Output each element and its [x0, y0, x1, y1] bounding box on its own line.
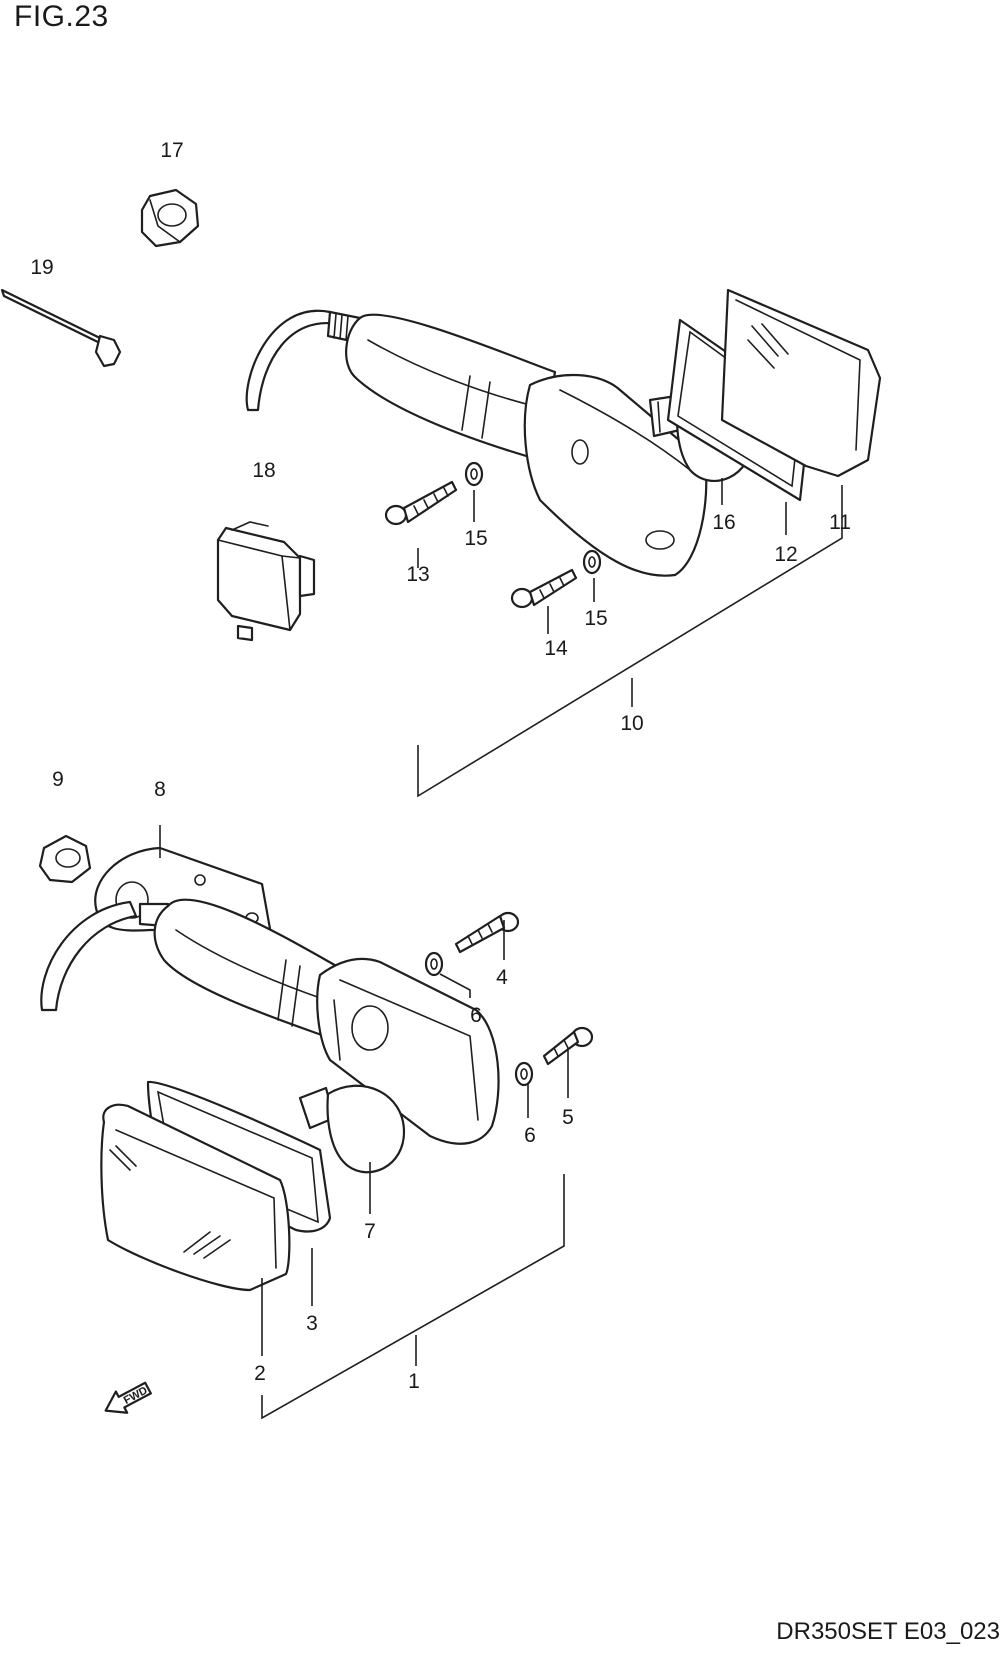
part-15-washer-a	[464, 461, 484, 487]
callout-9: 9	[52, 768, 64, 791]
callout-13: 13	[406, 563, 429, 586]
part-6-washer-a	[424, 951, 444, 977]
part-17-nut	[140, 188, 200, 248]
part-9-nut	[38, 834, 92, 884]
callout-18: 18	[252, 459, 275, 482]
callout-5: 5	[562, 1106, 574, 1129]
callout-4: 4	[496, 966, 508, 989]
figure-title: FIG.23	[14, 0, 109, 33]
callout-3: 3	[306, 1312, 318, 1335]
part-4-screw	[454, 911, 520, 954]
callout-19: 19	[30, 256, 53, 279]
part-6-washer-b	[514, 1061, 534, 1087]
callout-16: 16	[712, 511, 735, 534]
part-14-screw	[510, 568, 578, 609]
part-5-screw	[542, 1026, 594, 1066]
callout-1: 1	[408, 1370, 420, 1393]
fwd-arrow-icon: FWD	[104, 1381, 152, 1414]
callout-10: 10	[620, 712, 643, 735]
callout-2: 2	[254, 1362, 266, 1385]
part-7-bulb	[298, 1084, 406, 1174]
callout-12: 12	[774, 543, 797, 566]
callout-7: 7	[364, 1220, 376, 1243]
callout-labels: 1 2 3 4 5 6 6 7 8 9 10 11 12 13 14 15 15…	[30, 139, 851, 1393]
callout-14: 14	[544, 637, 568, 660]
callout-8: 8	[154, 778, 166, 801]
part-18-relay	[216, 521, 316, 642]
part-13-screw	[384, 480, 458, 526]
part-19-cable-tie	[0, 288, 122, 368]
callout-15a: 15	[464, 527, 487, 550]
fwd-label: FWD	[122, 1385, 150, 1407]
part-11-lens	[720, 288, 882, 478]
part-2-lens	[100, 1103, 291, 1292]
part-15-washer-b	[582, 549, 602, 575]
callout-11: 11	[829, 511, 851, 534]
callout-15b: 15	[584, 607, 607, 630]
front-signal-body	[40, 898, 500, 1145]
leader-lines	[159, 478, 843, 1420]
drawing-code: DR350SET E03_023	[776, 1618, 1000, 1645]
callout-6a: 6	[470, 1004, 482, 1027]
callout-17: 17	[160, 139, 183, 162]
callout-6b: 6	[524, 1124, 536, 1147]
